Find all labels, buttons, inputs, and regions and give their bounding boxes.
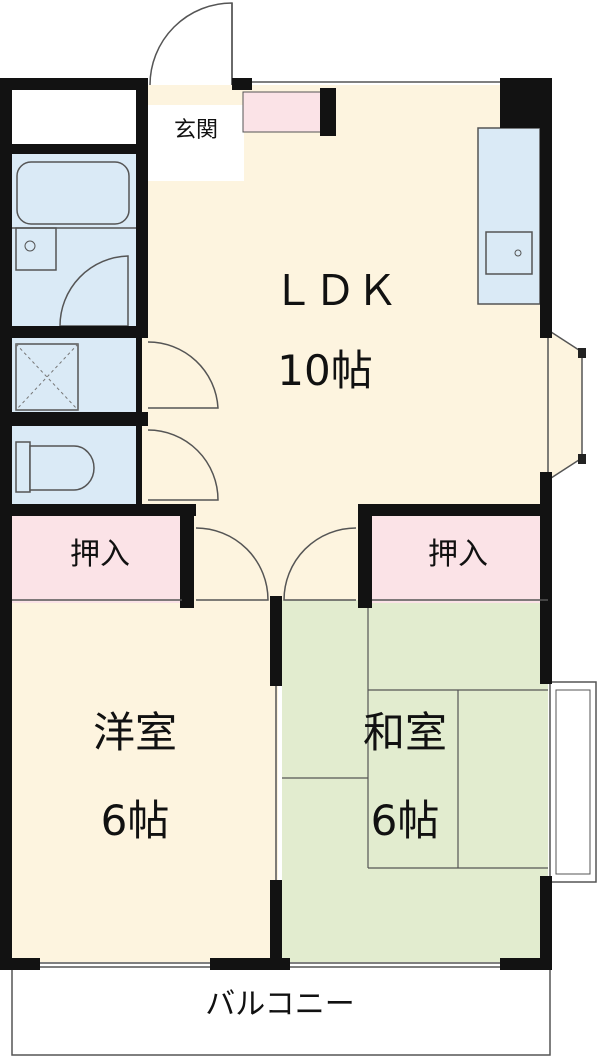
closet-right-label: 押入	[428, 537, 488, 572]
storage-floor	[10, 85, 140, 145]
ldk-size: 10帖	[277, 346, 373, 395]
closet-right-floor	[370, 515, 548, 603]
side-window	[549, 681, 597, 883]
tatami-lines	[282, 600, 548, 869]
entrance-floor	[148, 105, 244, 181]
washbasin	[15, 227, 57, 271]
balcony-label: バルコニー	[205, 987, 355, 1022]
japanese-room-name: 和室	[362, 708, 447, 757]
balcony-area	[11, 966, 551, 1056]
closet-left-floor	[10, 515, 186, 603]
japanese-room-size: 6帖	[370, 796, 440, 845]
kitchen-counter	[477, 127, 541, 305]
ldk-name: ＬＤＫ	[271, 266, 398, 315]
bay-window	[547, 328, 583, 482]
western-room-floor	[10, 600, 278, 962]
closet-left-label: 押入	[70, 537, 130, 572]
kitchen-sink	[485, 231, 533, 275]
japanese-room-floor	[282, 600, 548, 962]
western-room-name: 洋室	[92, 708, 177, 757]
bathtub	[16, 161, 130, 225]
entrance-label: 玄関	[173, 118, 218, 143]
walls	[0, 78, 552, 970]
toilet-tank	[15, 441, 31, 493]
shoe-closet	[242, 91, 330, 133]
washing-machine-pan	[15, 343, 79, 411]
western-room-size: 6帖	[100, 796, 170, 845]
toilet-bowl	[29, 445, 95, 491]
